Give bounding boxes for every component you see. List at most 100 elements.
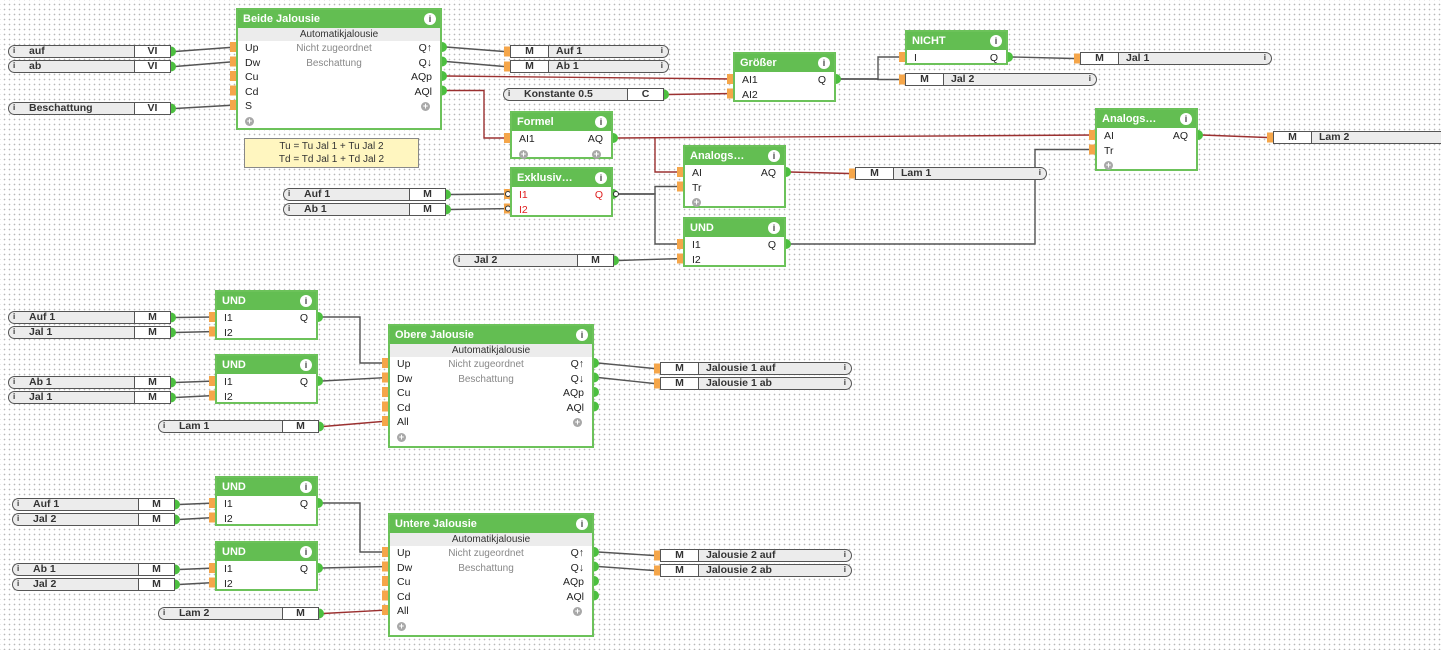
add-output-icon[interactable]: + [421,101,430,111]
digital-wire[interactable] [174,330,216,334]
info-icon[interactable]: i [300,546,312,558]
input-connector[interactable] [382,576,388,586]
add-input-icon[interactable]: + [397,431,406,442]
input-port-s[interactable]: S [245,100,253,112]
input-port-cu[interactable]: Cu [245,71,259,83]
output-connector[interactable] [171,103,176,114]
info-icon[interactable]: i [17,579,20,588]
input-connector[interactable] [209,312,215,322]
output-connector[interactable] [614,255,619,266]
output-connector[interactable] [786,167,791,177]
analog-wire[interactable] [322,420,389,428]
add-input-icon[interactable]: + [519,148,528,159]
output-connector[interactable] [318,563,323,573]
digital-wire[interactable] [174,46,237,53]
info-icon[interactable]: i [1180,113,1192,125]
input-port-ai[interactable]: AI [692,167,702,179]
add-input-icon[interactable]: + [397,620,406,631]
input-port-ai[interactable]: AI [1104,130,1114,142]
input-port-i2[interactable]: I2 [224,326,233,339]
output-port-q↓[interactable]: Q↓ [570,561,584,574]
digital-wire[interactable] [174,380,216,384]
info-icon[interactable]: i [17,514,20,523]
input-connector[interactable] [209,577,215,588]
output-connector[interactable] [442,42,447,52]
digital-wire[interactable] [617,193,683,245]
input-port-ai2[interactable]: AI2 [742,88,758,101]
output-port-aq[interactable]: AQ [587,133,603,145]
input-connector[interactable] [382,387,388,397]
digital-wire[interactable] [445,46,505,53]
input-connector[interactable] [899,52,905,62]
output-connector[interactable] [318,376,323,386]
output-connector[interactable] [594,401,599,412]
input-port-all[interactable]: All [397,605,409,617]
info-icon[interactable]: i [508,89,511,98]
output-connector[interactable] [171,392,176,403]
digital-wire[interactable] [617,257,684,262]
info-icon[interactable]: i [300,295,312,307]
input-connector[interactable] [504,133,510,143]
output-port-q↑[interactable]: Q↑ [570,547,584,559]
info-icon[interactable]: i [660,46,663,55]
input-connector[interactable] [677,239,683,249]
digital-wire[interactable] [449,193,511,196]
info-icon[interactable]: i [1088,74,1091,83]
input-port-i1[interactable]: I1 [224,312,233,324]
input-port-i1[interactable]: I1 [692,239,701,251]
output-port-aql[interactable]: AQl [566,401,584,414]
input-port-i2[interactable]: I2 [224,390,233,403]
digital-wire[interactable] [174,60,237,68]
analog-wire[interactable] [322,609,389,615]
output-connector[interactable] [318,312,323,322]
output-connector[interactable] [175,514,180,525]
input-port-up[interactable]: Up [397,547,411,559]
info-icon[interactable]: i [843,565,846,574]
info-icon[interactable]: i [13,61,16,70]
output-connector[interactable] [171,46,176,57]
output-connector[interactable] [786,239,791,249]
input-connector[interactable] [899,74,905,85]
add-input-icon[interactable]: + [692,197,701,207]
input-port-i2[interactable]: I2 [224,512,233,525]
info-icon[interactable]: i [300,359,312,371]
input-connector[interactable] [382,605,388,615]
output-connector[interactable] [171,61,176,72]
info-icon[interactable]: i [768,150,780,162]
digital-wire[interactable] [445,60,505,68]
input-connector[interactable] [1267,132,1273,143]
digital-wire[interactable] [1011,56,1075,60]
input-connector[interactable] [677,181,683,192]
analog-wire[interactable] [445,75,734,80]
digital-wire[interactable] [597,565,655,572]
input-connector[interactable] [677,167,683,177]
digital-wire[interactable] [174,104,237,110]
input-port-i2[interactable]: I2 [519,203,528,216]
output-connector[interactable] [1198,130,1203,140]
input-connector[interactable] [230,71,236,81]
digital-wire[interactable] [174,394,216,399]
input-connector[interactable] [654,550,660,561]
analog-wire[interactable] [667,92,734,96]
analog-wire[interactable] [1201,134,1268,139]
input-port-cu[interactable]: Cu [397,576,411,588]
input-port-up[interactable]: Up [245,42,259,54]
info-icon[interactable]: i [13,377,16,386]
input-connector[interactable] [382,561,388,572]
info-icon[interactable]: i [576,329,588,341]
info-icon[interactable]: i [13,103,16,112]
input-connector[interactable] [209,326,215,337]
input-port-i2[interactable]: I2 [692,253,701,266]
